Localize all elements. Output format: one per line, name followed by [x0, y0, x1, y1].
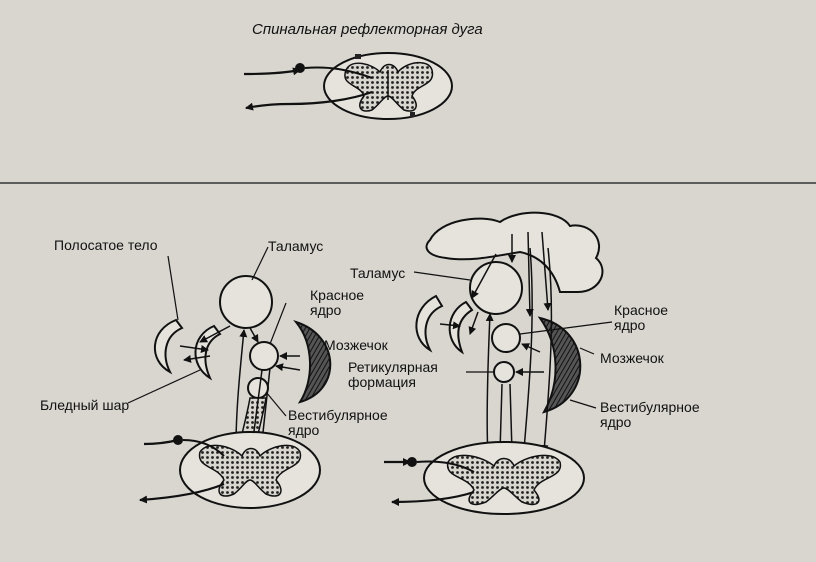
left-cerebellum-shape [293, 320, 332, 404]
right-label-reticular-2: формация [348, 374, 416, 390]
left-thalamus-shape [219, 275, 273, 329]
right-reticular-shape [493, 361, 515, 383]
right-label-cerebellum: Мозжечок [600, 350, 664, 366]
right-label-red-nucleus-1: Красное [614, 302, 669, 318]
right-label-red-nucleus-2: ядро [614, 317, 646, 333]
left-label-cerebellum: Мозжечок [324, 337, 388, 353]
left-label-globus-pallidus: Бледный шар [40, 397, 130, 413]
right-striatum-shape [415, 294, 444, 353]
left-label-thalamus: Таламус [268, 238, 324, 254]
top-efferent-fiber [245, 90, 373, 111]
left-striatum-shape [154, 318, 184, 375]
left-label-vestibular: Вестибулярное ядро [288, 408, 388, 438]
right-pallidus-shape [448, 300, 474, 355]
left-label-striatum: Полосатое тело [54, 237, 158, 253]
right-red-nucleus-shape [491, 323, 521, 353]
right-label-red-nucleus: Красное ядро [614, 303, 668, 333]
right-cortex-shape [425, 211, 604, 293]
right-ganglion-cell [407, 457, 417, 467]
left-label-red-nucleus: Красное ядро [310, 288, 364, 318]
right-cerebellum-shape [537, 316, 582, 414]
right-diagram [384, 211, 613, 515]
left-label-vestibular-2: ядро [288, 422, 320, 438]
right-label-reticular: Ретикулярная формация [348, 360, 438, 390]
right-label-reticular-1: Ретикулярная [348, 359, 438, 375]
left-red-nucleus-shape [249, 341, 279, 371]
top-afferent-fiber [243, 67, 301, 76]
left-label-red-nucleus-1: Красное [310, 287, 365, 303]
top-ganglion-cell [295, 63, 305, 73]
right-label-vestibular-2: ядро [600, 414, 632, 430]
right-gray-matter [446, 454, 562, 506]
right-label-thalamus: Таламус [350, 265, 406, 281]
left-label-red-nucleus-2: ядро [310, 302, 342, 318]
right-label-vestibular: Вестибулярное ядро [600, 400, 700, 430]
left-diagram [127, 246, 332, 509]
left-label-vestibular-1: Вестибулярное [288, 407, 388, 423]
left-ganglion-cell [173, 435, 183, 445]
right-thalamus-shape [469, 261, 523, 315]
top-spinal-reflex-arc [243, 52, 453, 120]
top-title: Спинальная рефлекторная дуга [252, 21, 483, 38]
left-gray-matter [198, 444, 302, 497]
right-label-vestibular-1: Вестибулярное [600, 399, 700, 415]
